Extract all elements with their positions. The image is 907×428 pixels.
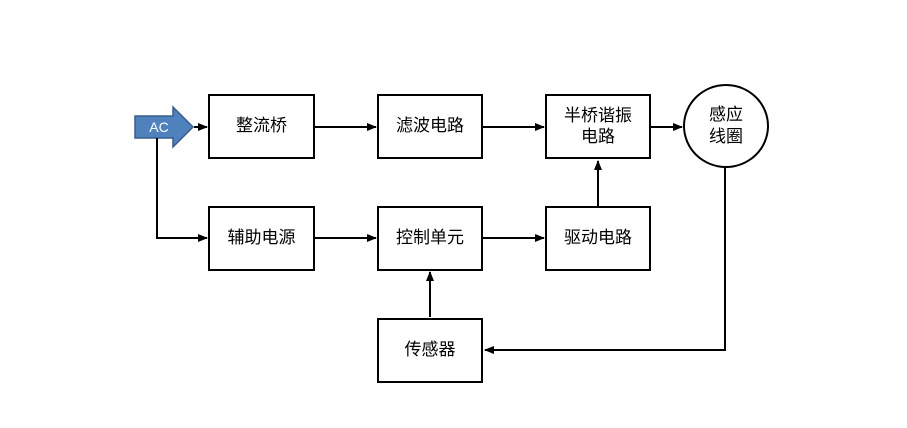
aux-power-block: 辅助电源 bbox=[208, 206, 315, 271]
ac-source-label: AC bbox=[149, 119, 169, 135]
half-bridge-block: 半桥谐振 电路 bbox=[545, 94, 651, 159]
induction-coil: 感应 线圈 bbox=[683, 84, 769, 168]
control-block: 控制单元 bbox=[377, 206, 483, 271]
filter-block: 滤波电路 bbox=[377, 94, 483, 159]
ac-source-arrow bbox=[134, 105, 195, 149]
sensor-block: 传感器 bbox=[377, 318, 483, 383]
driver-block: 驱动电路 bbox=[545, 206, 651, 271]
connector-ac-to-aux-power bbox=[156, 138, 208, 242]
connector-coil-to-sensor bbox=[484, 168, 726, 354]
rectifier-block: 整流桥 bbox=[208, 94, 315, 159]
